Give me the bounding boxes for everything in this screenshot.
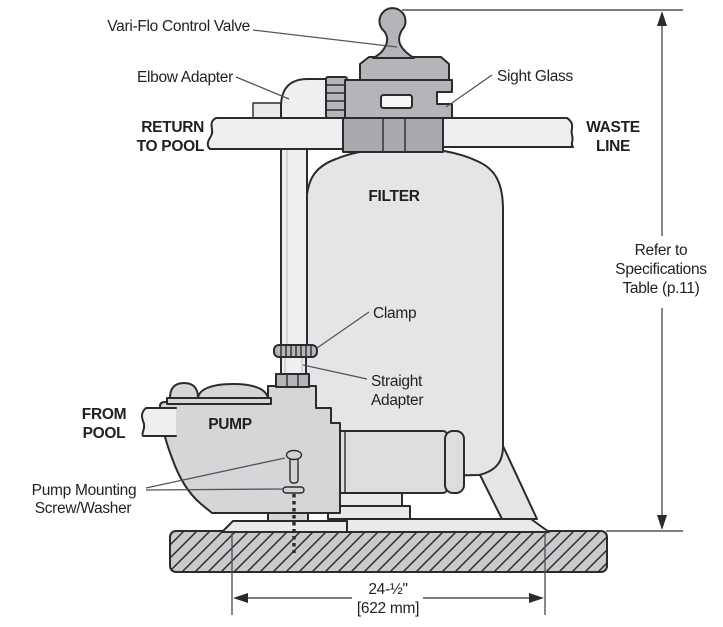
- union-seams: [286, 374, 299, 387]
- leader-lines: [145, 29, 493, 491]
- waste-pipe: [442, 117, 574, 148]
- coupler-ribs: [326, 84, 347, 111]
- leader-straight-adapter: [302, 364, 368, 380]
- label-width-inches: 24-½": [368, 581, 407, 598]
- label-width-mm: [622 mm]: [357, 600, 419, 617]
- waste-pipe-outline: [442, 117, 574, 148]
- return-pipe: [206, 117, 344, 150]
- from-pool-pipe: [141, 407, 177, 437]
- return-pipe-outline: [206, 117, 344, 150]
- adapter-shading: [284, 358, 303, 373]
- pump-pedestal: [221, 520, 348, 533]
- extension-lines: [231, 532, 546, 615]
- label-return-to-pool-line2: TO POOL: [137, 138, 204, 155]
- width-arrow-right: [529, 593, 544, 603]
- elbow-collar: [252, 102, 282, 120]
- return-pipe-fill: [207, 118, 343, 149]
- label-pump: PUMP: [208, 416, 252, 433]
- label-sight-glass: Sight Glass: [497, 68, 574, 85]
- label-filter: FILTER: [368, 188, 419, 205]
- label-refer-line2: Specifications: [615, 261, 707, 278]
- clamp-fitting: [273, 344, 318, 358]
- pump-mounting-hardware: [282, 449, 305, 553]
- pump-body: [159, 382, 341, 522]
- slab-hatch: [170, 531, 607, 572]
- ground-slab: [169, 530, 608, 573]
- height-arrow-up: [657, 11, 667, 26]
- label-pump-mounting-line2: Screw/Washer: [35, 500, 132, 517]
- label-vari-flo-control-valve: Vari-Flo Control Valve: [107, 18, 250, 35]
- flange-seams: [382, 118, 406, 152]
- filter-base-plate: [346, 518, 550, 533]
- pump-union-nut: [275, 373, 310, 388]
- leader-clamp: [316, 311, 370, 349]
- waste-pipe-fill: [443, 118, 573, 147]
- label-waste-line-line1: WASTE: [586, 119, 640, 136]
- valve-flange: [342, 117, 444, 153]
- valve-handle-knob: [372, 7, 415, 59]
- label-from-pool-line2: POOL: [83, 425, 126, 442]
- pump-union: [275, 373, 310, 388]
- leader-sight-glass: [445, 74, 493, 108]
- motor-housing: [332, 430, 448, 494]
- leader-elbow-adapter: [235, 76, 290, 100]
- motor: [332, 430, 465, 494]
- label-clamp: Clamp: [373, 305, 416, 322]
- leader-mounting-screw: [145, 457, 286, 489]
- label-return-to-pool-line1: RETURN: [141, 119, 204, 136]
- valve-union-coupler: [325, 76, 348, 119]
- label-waste-line-line2: LINE: [596, 138, 630, 155]
- height-dimension: [402, 9, 683, 532]
- label-straight-adapter-line2: Adapter: [371, 392, 423, 409]
- labels: Vari-Flo Control Valve Elbow Adapter Sig…: [32, 18, 708, 617]
- motor-end-cap: [444, 430, 465, 494]
- pump-housing: [159, 385, 341, 514]
- mounting-screw-shaft: [289, 456, 299, 484]
- strainer-knob-dome: [169, 382, 199, 399]
- width-arrow-left: [233, 593, 248, 603]
- label-pump-mounting-line1: Pump Mounting: [32, 482, 137, 499]
- motor-bracket: [334, 491, 403, 507]
- height-arrow-down: [657, 515, 667, 530]
- label-refer-line3: Table (p.11): [622, 280, 699, 297]
- mounting-screw-head: [285, 449, 303, 461]
- mounting-washer: [282, 486, 305, 494]
- valve-gauge-slot: [380, 94, 413, 109]
- width-dimension: [231, 532, 546, 615]
- label-straight-adapter-line1: Straight: [371, 373, 423, 390]
- from-pipe-fill: [141, 408, 176, 436]
- vari-flo-valve: [325, 7, 453, 153]
- label-from-pool-line1: FROM: [82, 406, 126, 423]
- pump-foot-pad: [267, 512, 309, 522]
- from-pipe-outline: [141, 407, 177, 437]
- straight-adapter-fitting: [280, 356, 307, 375]
- valve-cap: [359, 56, 450, 81]
- clamp-ribs: [280, 346, 312, 356]
- leader-vari-flo: [252, 29, 398, 48]
- label-refer-line1: Refer to: [635, 242, 688, 259]
- label-elbow-adapter: Elbow Adapter: [137, 69, 233, 86]
- strainer-lid-dome: [197, 383, 269, 399]
- leader-mounting-washer: [145, 488, 284, 491]
